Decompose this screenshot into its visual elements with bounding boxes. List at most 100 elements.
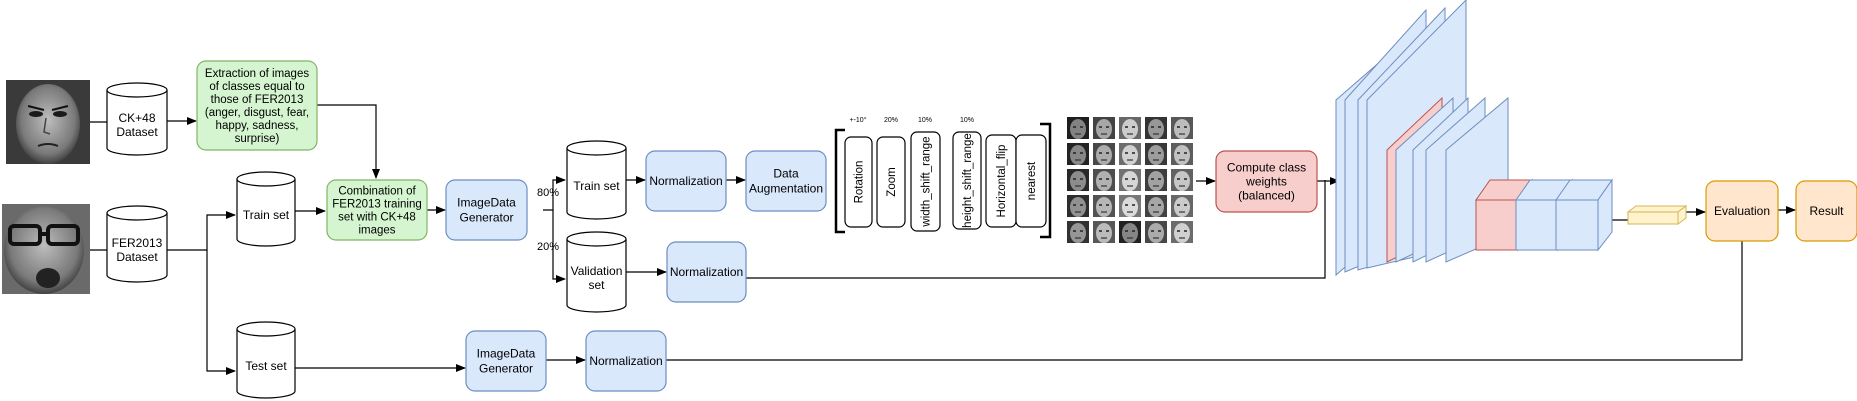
node-text-line: set with CK+48 [338,212,416,224]
result-box: Result [1795,180,1857,242]
normalization-test-box: Normalization [585,330,667,392]
node-text-line: Normalization [649,174,722,188]
node-text-line: Augmentation [749,182,823,196]
train-set-cylinder: Train set [236,171,296,247]
face-thumbnail [1145,221,1167,243]
augmentation-name: nearest [1026,161,1038,200]
face-thumbnail [1093,169,1115,191]
augmentation-name: height_shift_range [962,133,974,228]
val-split-label: 20% [537,241,559,253]
face-thumbnail [1145,169,1167,191]
augmented-faces-grid [1067,117,1193,243]
augmentation-3: width_shift_range 10% [910,117,941,232]
node-text-line: Normalization [589,354,662,368]
augmentation-6: nearest [1015,134,1047,228]
normalization-validation-box: Normalization [666,241,747,303]
node-text-line: Generator [479,362,533,376]
evaluation-box: Evaluation [1705,180,1779,242]
face-thumbnail [1119,221,1141,243]
face-thumbnail [1145,195,1167,217]
face-thumbnail [1093,117,1115,139]
face-thumbnail [1145,117,1167,139]
augmentation-4: height_shift_range 10% [952,117,982,230]
node-text-line: CK+48 [118,111,155,125]
node-text-line: happy, sadness, [216,120,299,132]
node-text-line: Generator [459,211,513,225]
node-text-line: Result [1809,204,1844,218]
augmentation-panel: Rotation+-10° Zoom 20% width_shift_range 10%… [834,116,1052,239]
face-thumbnail [1093,143,1115,165]
node-text-line: Extraction of images [205,68,309,80]
face-thumbnail [1067,169,1089,191]
node-text-line: Normalization [670,265,743,279]
augmentation-param: 10% [960,117,974,124]
node-text-line: FER2013 [112,236,163,250]
node-text-line: (anger, disgust, fear, [205,107,309,119]
edges [90,104,1796,375]
augmentation-param: 10% [918,117,932,124]
node-text-line: ImageData [477,347,536,361]
node-text-line: Evaluation [1714,204,1770,218]
face-thumbnail [1171,221,1193,243]
node-text-line: Dataset [116,250,158,264]
face-thumbnail [1119,169,1141,191]
normalization-train-box: Normalization [645,150,727,212]
face-thumbnail [1119,143,1141,165]
face-thumbnail [1119,195,1141,217]
face-thumbnail [1119,117,1141,139]
node-text-line: Data [773,167,799,181]
face-thumbnail [1067,221,1089,243]
node-text-line: images [358,225,395,237]
node-text-line: (balanced) [1238,189,1295,203]
node-text-line: set [588,278,605,292]
node-text-line: FER2013 training [332,199,422,211]
test-set-cylinder: Test set [236,321,296,399]
node-text-line: Compute class [1227,161,1306,175]
face-thumbnail [1171,117,1193,139]
augmentation-name: Rotation [854,161,866,204]
node-text-line: those of FER2013 [211,94,304,106]
augmentation-1: Rotation+-10° [844,116,873,228]
face-thumbnail [1171,169,1193,191]
node-text-line: Combination of [338,186,416,198]
face-thumbnail [1145,143,1167,165]
augmentation-name: width_shift_range [921,136,933,227]
node-text-line: Dataset [116,125,158,139]
train-split-label: 80% [537,187,559,199]
ck-face-photo [6,80,90,164]
dense-layer-2 [1555,178,1613,252]
train-set-split-cylinder: Train set [566,140,627,220]
node-text-line: weights [1245,175,1287,189]
node-text-line: Train set [243,208,290,222]
face-thumbnail [1067,143,1089,165]
cnn-architecture [1335,0,1688,277]
output-layer [1626,205,1688,225]
face-thumbnail [1171,195,1193,217]
face-thumbnail [1093,221,1115,243]
node-text-line: of classes equal to [209,81,304,93]
face-thumbnail [1093,195,1115,217]
augmentation-2: Zoom 20% [876,117,906,228]
augmentation-name: Zoom [886,167,898,196]
node-text-line: surprise) [235,133,280,145]
node-text-line: Test set [245,359,287,373]
face-thumbnail [1067,195,1089,217]
node-text-line: Validation [571,264,623,278]
augmentation-name: Horizontal_flip [996,145,1008,218]
fer-face-photo [2,204,90,294]
face-thumbnail [1067,117,1089,139]
augmentation-5: Horizontal_flip [985,134,1017,228]
augmentation-param: 20% [884,117,898,124]
node-text-line: Train set [573,179,620,193]
face-thumbnail [1171,143,1193,165]
